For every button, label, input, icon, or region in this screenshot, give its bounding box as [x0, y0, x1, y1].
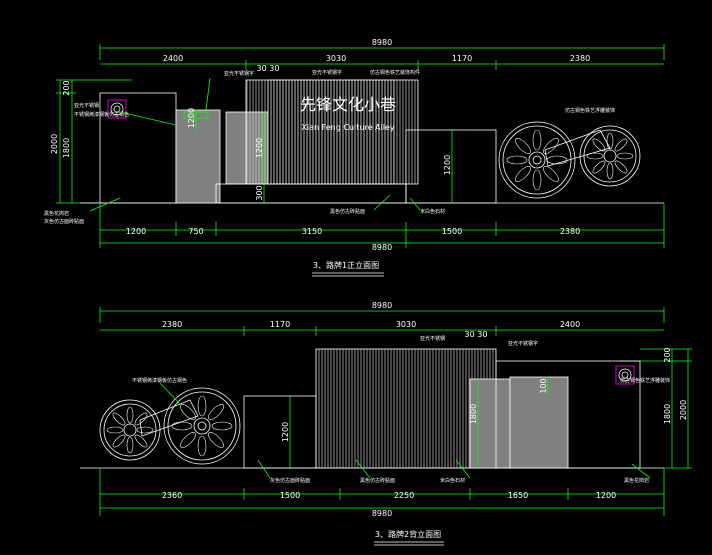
dim-text: 30 30	[465, 330, 488, 339]
annotations-1: 亚光不锈钢字 亚光不锈钢字 仿古铜色铁艺装饰构件 亚光不锈钢 不锈钢烤漆钢板仿古…	[44, 69, 615, 225]
dim-text: 100	[539, 378, 548, 393]
granite-panel	[469, 378, 511, 469]
striped-wall	[315, 348, 497, 469]
dim-text: 3030	[326, 54, 346, 63]
dim-text: 1200	[126, 227, 146, 236]
note: 亚光不锈钢字	[224, 70, 254, 77]
elevation-1: 8980 2400 3030 1170 2380 30 30 200 1800 …	[44, 38, 665, 277]
note: 亚光不锈钢	[74, 102, 99, 109]
wheel-link	[139, 399, 199, 437]
dim-text: 1800	[469, 404, 478, 424]
wheel-icon	[163, 387, 241, 465]
emblem-icon	[107, 99, 127, 119]
dim-total-top-1: 8980	[99, 38, 665, 60]
dim-text: 8980	[372, 301, 392, 310]
dim-total-top-2: 8980	[99, 301, 665, 323]
dim-text: 2000	[679, 400, 688, 420]
gray-panel	[175, 109, 221, 204]
dim-text: 8980	[372, 38, 392, 47]
dim-text: 2380	[162, 320, 182, 329]
dim-top-segments-1: 2400 3030 1170 2380 30 30	[100, 54, 664, 73]
dim-text: 1500	[280, 491, 300, 500]
dim-text: 2380	[560, 227, 580, 236]
dim-text: 1200	[255, 138, 264, 158]
dim-text: 1200	[281, 422, 290, 442]
dim-text: 1650	[508, 491, 528, 500]
dim-text: 2250	[394, 491, 414, 500]
dim-text: 1200	[187, 108, 196, 128]
dim-text: 300	[255, 185, 264, 200]
left-block	[243, 395, 317, 469]
dim-text: 2380	[570, 54, 590, 63]
note: 仿古铜色铁艺浮雕装饰	[565, 107, 615, 114]
dim-text: 2360	[162, 491, 182, 500]
gray-panel	[509, 376, 569, 469]
dim-text: 3030	[396, 320, 416, 329]
dim-inner-1: 1200 1200 300 1200	[187, 108, 453, 203]
sign-subtitle: Xian Feng Culture Alley	[301, 123, 395, 132]
dim-text: 8980	[372, 509, 392, 518]
dim-text: 8980	[372, 243, 392, 252]
note: 亚光不锈钢字	[312, 69, 342, 76]
base-block	[495, 360, 641, 469]
note: 不锈钢烤漆钢板仿古铜色	[132, 377, 187, 384]
dim-bottom-segments-1: 1200 750 3150 1500 2380 8980	[99, 203, 665, 252]
note: 灰色仿古面砖贴面	[270, 477, 310, 484]
wheel-icon	[99, 399, 161, 461]
dim-text: 1200	[443, 155, 452, 175]
note: 黑色仿古砖贴面	[360, 477, 395, 484]
note: 仿古铜色铁艺浮雕装饰	[620, 377, 670, 384]
emblem-icon	[615, 365, 635, 385]
dim-text: 200	[62, 80, 71, 95]
note: 亚光不锈钢字	[508, 340, 538, 347]
wheel-icon	[579, 125, 641, 187]
note: 仿古铜色铁艺装饰构件	[370, 69, 420, 76]
note: 灰色仿古面砖贴面	[44, 218, 84, 225]
annotations-2: 不锈钢烤漆钢板仿古铜色 亚光不锈钢 亚光不锈钢字 仿古铜色铁艺浮雕装饰 灰色仿古…	[132, 335, 670, 484]
dim-text: 2400	[163, 54, 183, 63]
dim-text: 30 30	[257, 64, 280, 73]
dim-text: 200	[663, 347, 672, 362]
wheel-link	[544, 129, 611, 167]
note: 黑色花岗岩	[624, 477, 649, 484]
base-step	[215, 183, 407, 204]
dim-inner-2: 1200 1800 100	[281, 377, 549, 468]
dim-text: 3150	[302, 227, 322, 236]
note: 黑色仿古砖贴面	[330, 208, 365, 215]
dim-text: 2400	[560, 320, 580, 329]
right-block	[405, 129, 497, 204]
sign-board	[267, 79, 395, 185]
dim-text: 1500	[442, 227, 462, 236]
drawing-title: 3、路牌1正立面图	[313, 260, 379, 270]
dim-text: 1170	[270, 320, 290, 329]
note: 黑色花岗岩	[44, 210, 69, 217]
note: 不锈钢烤漆钢板仿古铜色	[74, 111, 129, 118]
dim-right-2: 200 1800 2000	[620, 347, 692, 469]
dim-text: 750	[188, 227, 203, 236]
note: 米白色石材	[440, 477, 465, 484]
sign-title: 先锋文化小巷	[300, 95, 396, 114]
dim-bottom-segments-2: 2360 1500 2250 1650 1200 8980	[99, 468, 665, 518]
dim-top-segments-2: 2380 1170 3030 2400 30 30	[100, 320, 664, 339]
note: 米白色石材	[420, 208, 445, 215]
dim-left-1: 200 1800 2000	[50, 79, 132, 204]
note: 亚光不锈钢	[420, 335, 445, 342]
dim-text: 1200	[596, 491, 616, 500]
dim-text: 1800	[62, 138, 71, 158]
wheel-icon	[498, 121, 576, 199]
dim-text: 1800	[663, 404, 672, 424]
drawing-title: 3、路牌2背立面图	[375, 529, 441, 539]
dim-text: 1170	[452, 54, 472, 63]
elevation-2: 8980 2380 1170 3030 2400 30 30 200 1800 …	[80, 301, 692, 546]
dim-text: 2000	[50, 134, 59, 154]
